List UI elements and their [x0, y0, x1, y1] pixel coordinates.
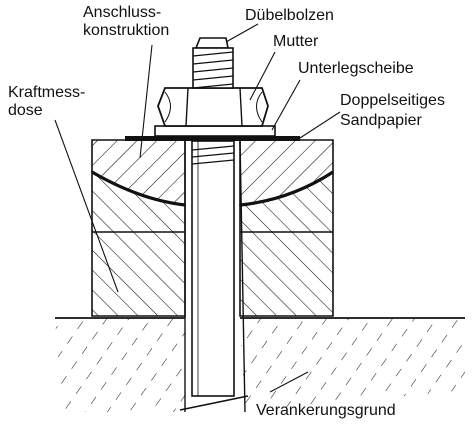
label-duebelbolzen: Dübelbolzen: [245, 7, 334, 24]
label-sandpapier-2: Sandpapier: [340, 112, 422, 129]
ground-base: [55, 317, 465, 412]
nut: [157, 87, 269, 127]
label-kraftmessdose-2: dose: [8, 102, 43, 119]
leader-lines: [54, 23, 341, 393]
sandpaper-strip: [125, 136, 300, 141]
washer: [154, 125, 276, 137]
load-cell-block: [91, 170, 334, 317]
label-verankerungsgrund: Verankerungsgrund: [256, 402, 396, 419]
label-anschlusskonstruktion-1: Anschluss-: [83, 4, 162, 21]
label-unterlegscheibe: Unterlegscheibe: [298, 60, 414, 77]
label-sandpapier-1: Doppelseitiges: [340, 92, 445, 109]
attachment-structure: [91, 139, 334, 207]
label-anschlusskonstruktion-2: konstruktion: [83, 22, 170, 39]
label-kraftmessdose-1: Kraftmess-: [8, 84, 86, 101]
label-mutter: Mutter: [273, 33, 319, 50]
anchor-bolt: [179, 37, 249, 413]
